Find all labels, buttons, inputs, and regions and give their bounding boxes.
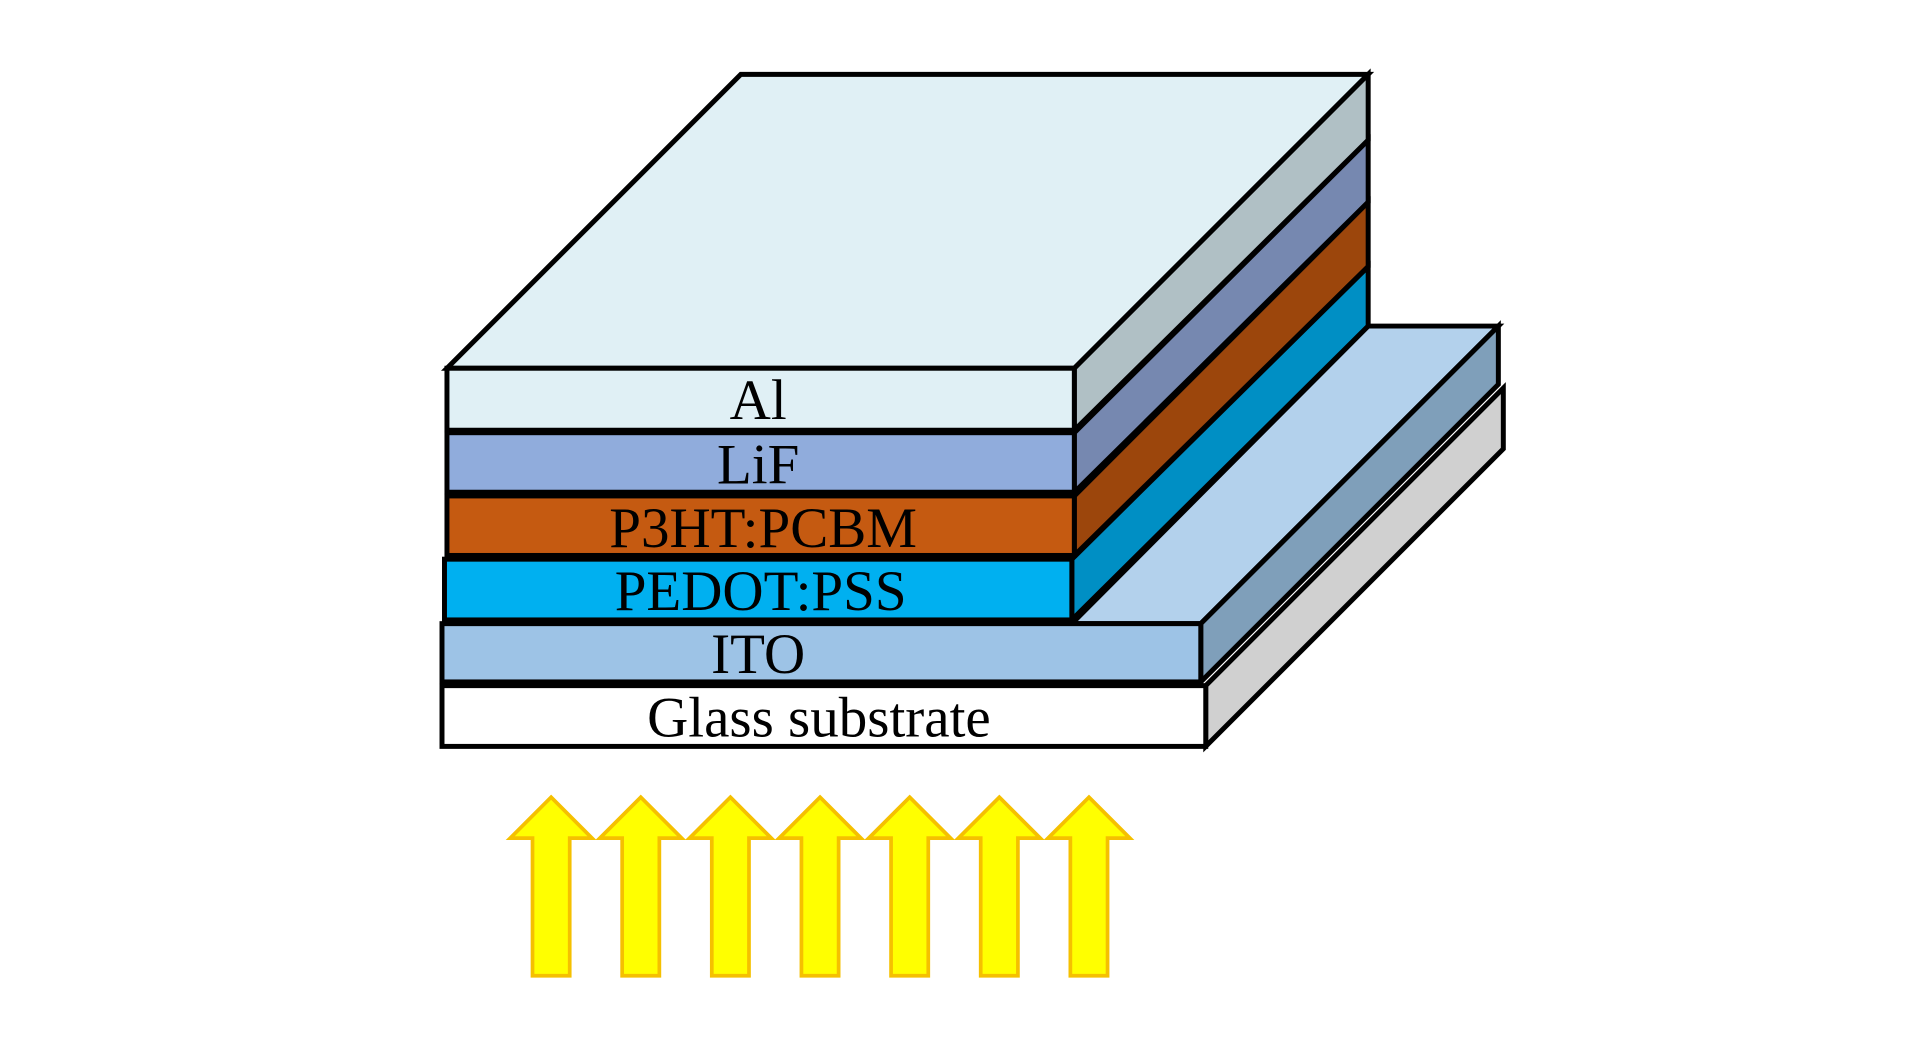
layer-label-p3ht-pcbm: P3HT:PCBM xyxy=(609,497,917,560)
layer-label-lif: LiF xyxy=(717,434,799,497)
light-arrow-icon xyxy=(684,794,776,978)
light-arrow-icon xyxy=(595,794,687,978)
layer-label-glass-substrate: Glass substrate xyxy=(647,686,991,749)
layer-label-al: Al xyxy=(730,369,787,432)
light-arrow-icon xyxy=(864,794,956,978)
glass-front-face xyxy=(439,683,1209,749)
light-arrow-icon xyxy=(953,794,1045,978)
pedot-pss-front-face xyxy=(442,556,1075,623)
light-arrow-icon xyxy=(505,794,597,978)
layer-label-ito: ITO xyxy=(711,623,805,686)
ito-front-face xyxy=(439,621,1204,685)
al-front-face xyxy=(444,365,1077,433)
layer-label-pedot-pss: PEDOT:PSS xyxy=(615,560,907,623)
p3ht-pcbm-front-face xyxy=(444,493,1077,558)
light-arrow-icon xyxy=(774,794,866,978)
incident-light-arrows xyxy=(505,794,1135,978)
light-arrow-icon xyxy=(1043,794,1135,978)
lif-front-face xyxy=(444,430,1077,495)
